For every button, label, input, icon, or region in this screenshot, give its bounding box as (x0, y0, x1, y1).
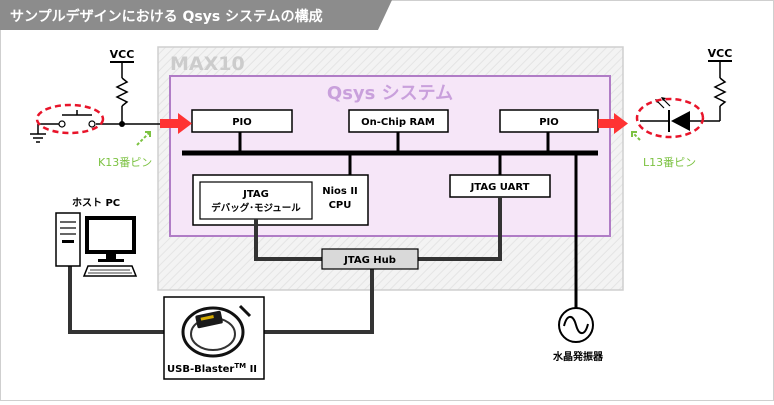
oscillator-label: 水晶発振器 (552, 350, 604, 363)
led-resistor-icon (713, 77, 727, 107)
usb-blaster-suffix: II (246, 364, 257, 375)
pin-marker-right: L13番ピン (631, 131, 696, 169)
host-pc-label: ホスト PC (72, 197, 120, 209)
usb-blaster-label: USB-BlasterTM II (167, 362, 257, 375)
crystal-oscillator: 水晶発振器 (552, 307, 604, 363)
input-arrow-icon (160, 113, 192, 134)
output-arrow-icon (598, 113, 628, 134)
vcc-right-label: VCC (708, 47, 733, 60)
pin-left-label: K13番ピン (98, 156, 152, 169)
usb-blaster-tm: TM (234, 362, 246, 370)
right-led-circuit: VCC (635, 47, 733, 139)
pio-right-label: PIO (539, 117, 559, 128)
pio-left-block (191, 109, 293, 133)
jtag-uart-label: JTAG UART (470, 182, 530, 193)
pullup-resistor-icon (115, 77, 129, 107)
usb-blaster-name: USB-Blaster (167, 364, 234, 375)
jtag-debug-label-line2: デバッグ･モジュール (211, 202, 301, 214)
pc-tower-icon (55, 212, 81, 267)
fpga-label: MAX10 (170, 53, 245, 75)
header-banner (0, 0, 392, 30)
qsys-label: Qsys システム (327, 83, 453, 104)
host-pc: ホスト PC (55, 197, 138, 277)
left-switch-circuit: VCC (30, 48, 160, 143)
bus-connectors (238, 132, 578, 310)
jtag-debug-module-block (199, 181, 313, 220)
switch-highlight-ring (35, 103, 105, 135)
page-title: サンプルデザインにおける Qsys システムの構成 (10, 8, 323, 25)
jtag-hub-block (321, 248, 419, 270)
pc-keyboard-icon (82, 265, 138, 277)
pin-marker-left: K13番ピン (98, 131, 152, 169)
led-highlight-ring (635, 97, 705, 139)
jtag-hub-wiring (68, 197, 502, 334)
jtag-hub-label: JTAG Hub (343, 255, 396, 266)
usb-cable-icon (181, 304, 252, 358)
usb-blaster: USB-BlasterTM II (163, 296, 265, 380)
jtag-debug-label-line1: JTAG (242, 189, 269, 200)
onchip-ram-label: On-Chip RAM (361, 117, 435, 128)
pin-right-label: L13番ピン (643, 156, 696, 169)
nios-label-line2: CPU (329, 200, 352, 211)
pc-monitor-icon (85, 216, 136, 262)
ground-icon (30, 133, 46, 143)
usb-blaster-box (163, 296, 265, 380)
pio-left-label: PIO (232, 117, 252, 128)
vcc-left-label: VCC (110, 48, 135, 61)
nios-label-line1: Nios II (322, 186, 358, 197)
onchip-ram-block (348, 109, 449, 133)
